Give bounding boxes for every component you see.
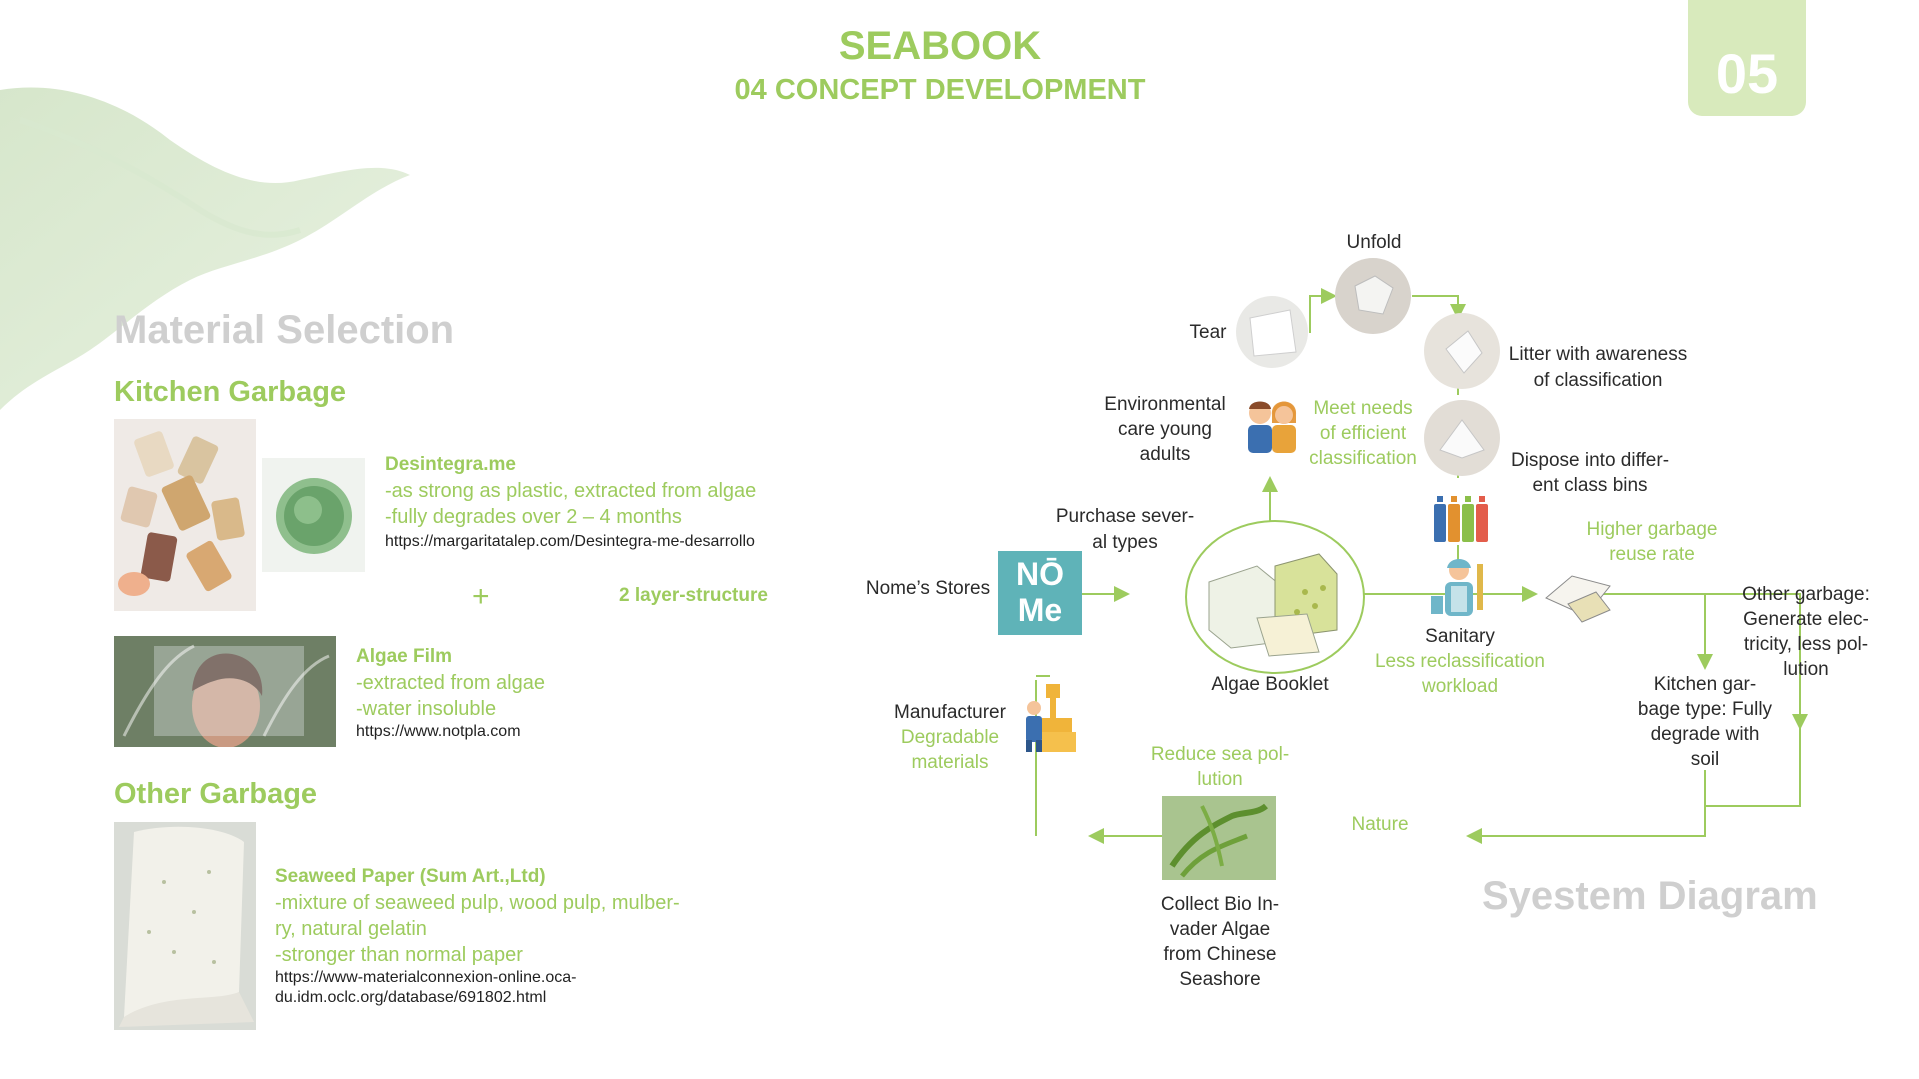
label-sanitary: Sanitary — [1425, 626, 1495, 647]
label-env-2: care young — [1117, 419, 1212, 440]
label-dispose-2: ent class bins — [1532, 475, 1648, 496]
dispose-step-image — [1424, 400, 1500, 476]
connector-tear-unfold — [1309, 288, 1337, 333]
label-manufacturer: Manufacturer — [894, 702, 1006, 723]
litter-step-image — [1424, 313, 1500, 389]
seaweed-paper-line-2: ry, natural gelatin — [275, 918, 427, 940]
label-higher-2: reuse rate — [1609, 544, 1695, 565]
label-less-1: Less reclassification — [1374, 651, 1546, 672]
header-subtitle: 04 CONCEPT DEVELOPMENT — [734, 74, 1146, 106]
label-kitchen-2: bage type: Fully — [1637, 699, 1773, 720]
label-env-1: Environmental — [1104, 394, 1226, 415]
seaweed-paper-line-1: -mixture of seaweed pulp, wood pulp, mul… — [275, 892, 680, 914]
class-bins-icon — [1434, 496, 1488, 542]
layer-structure-label: 2 layer-structure — [619, 585, 768, 606]
seaweed-paper-photo — [114, 822, 256, 1030]
label-meet-3: classification — [1309, 448, 1417, 469]
tear-step-image — [1236, 296, 1308, 368]
label-litter-2: of classification — [1533, 370, 1663, 391]
degraded-booklet-image — [1545, 575, 1611, 623]
header-title: SEABOOK — [838, 24, 1042, 68]
other-garbage-title: Other Garbage — [114, 778, 318, 810]
label-collect-4: Seashore — [1179, 969, 1261, 990]
desintegra-bags-photo — [114, 419, 256, 611]
label-nature: Nature — [1351, 814, 1409, 835]
desintegra-name: Desintegra.me — [385, 454, 516, 475]
connector-other-return — [1705, 728, 1801, 807]
plus-sign: + — [472, 580, 490, 613]
desintegra-line-1: -as strong as plastic, extracted from al… — [385, 480, 757, 502]
label-degradable-1: Degradable — [900, 727, 1000, 748]
unfold-step-image — [1335, 258, 1411, 334]
connector-right-other — [1705, 593, 1808, 730]
label-kitchen-4: soil — [1690, 749, 1720, 770]
algae-film-line-1: -extracted from algae — [356, 672, 545, 694]
nome-logo: NŌ Me — [998, 551, 1082, 635]
label-other-1: Other garbage: — [1742, 584, 1870, 605]
label-unfold: Unfold — [1346, 232, 1402, 253]
connector-kitchen-nature — [1466, 770, 1706, 844]
nome-logo-bottom: Me — [1017, 592, 1063, 628]
desintegra-discs-photo — [262, 458, 365, 572]
label-purchase-1: Purchase sever- — [1055, 506, 1195, 527]
seaweed-leaf-decoration — [0, 87, 410, 410]
label-reduce-1: Reduce sea pol- — [1150, 744, 1290, 765]
label-meet-1: Meet needs — [1313, 398, 1413, 419]
desintegra-url: https://margaritatalep.com/Desintegra-me… — [385, 533, 755, 550]
connector-unfold-litter — [1412, 295, 1466, 320]
label-collect-2: vader Algae — [1169, 919, 1271, 940]
label-nome-stores: Nome’s Stores — [865, 578, 991, 599]
label-purchase-2: al types — [1092, 532, 1158, 553]
system-diagram-title: Syestem Diagram — [1482, 874, 1818, 918]
algae-film-name: Algae Film — [356, 646, 453, 667]
label-less-2: workload — [1421, 676, 1499, 697]
algae-booklet-circle — [1185, 520, 1365, 674]
label-reduce-2: lution — [1197, 769, 1243, 790]
seaweed-paper-url-2: du.idm.oclc.org/database/691802.html — [275, 989, 547, 1006]
kitchen-garbage-title: Kitchen Garbage — [114, 376, 347, 408]
algae-film-line-2: -water insoluble — [356, 698, 497, 720]
label-other-2: Generate elec- — [1743, 609, 1869, 630]
label-kitchen-3: degrade with — [1650, 724, 1760, 745]
label-collect-1: Collect Bio In- — [1160, 894, 1280, 915]
algae-film-url: https://www.notpla.com — [356, 723, 521, 740]
label-env-3: adults — [1139, 444, 1191, 465]
label-tear: Tear — [1189, 322, 1227, 343]
label-algae-booklet: Algae Booklet — [1211, 674, 1329, 695]
label-litter-1: Litter with awareness — [1508, 344, 1688, 365]
algae-film-photo — [114, 636, 336, 747]
seaweed-paper-url-1: https://www-materialconnexion-online.oca… — [275, 969, 577, 986]
nome-logo-top: NŌ — [1016, 556, 1064, 592]
bio-invader-algae-photo — [1162, 796, 1276, 880]
label-dispose-1: Dispose into differ- — [1510, 450, 1670, 471]
desintegra-line-2: -fully degrades over 2 – 4 months — [385, 506, 682, 528]
label-other-4: lution — [1783, 659, 1829, 680]
label-collect-3: from Chinese — [1163, 944, 1277, 965]
label-meet-2: of efficient — [1319, 423, 1407, 444]
page-number-tab: 05 — [1688, 0, 1806, 116]
manufacturer-icon — [1026, 684, 1076, 752]
seaweed-paper-name: Seaweed Paper (Sum Art.,Ltd) — [275, 866, 546, 887]
label-higher-1: Higher garbage — [1586, 519, 1718, 540]
material-selection-title: Material Selection — [114, 308, 455, 352]
label-kitchen-1: Kitchen gar- — [1653, 674, 1757, 695]
seaweed-paper-line-3: -stronger than normal paper — [275, 944, 523, 966]
label-degradable-2: materials — [911, 752, 989, 773]
young-adults-icon — [1248, 401, 1297, 453]
sanitary-worker-icon — [1431, 559, 1483, 616]
label-other-3: tricity, less pol- — [1743, 634, 1869, 655]
